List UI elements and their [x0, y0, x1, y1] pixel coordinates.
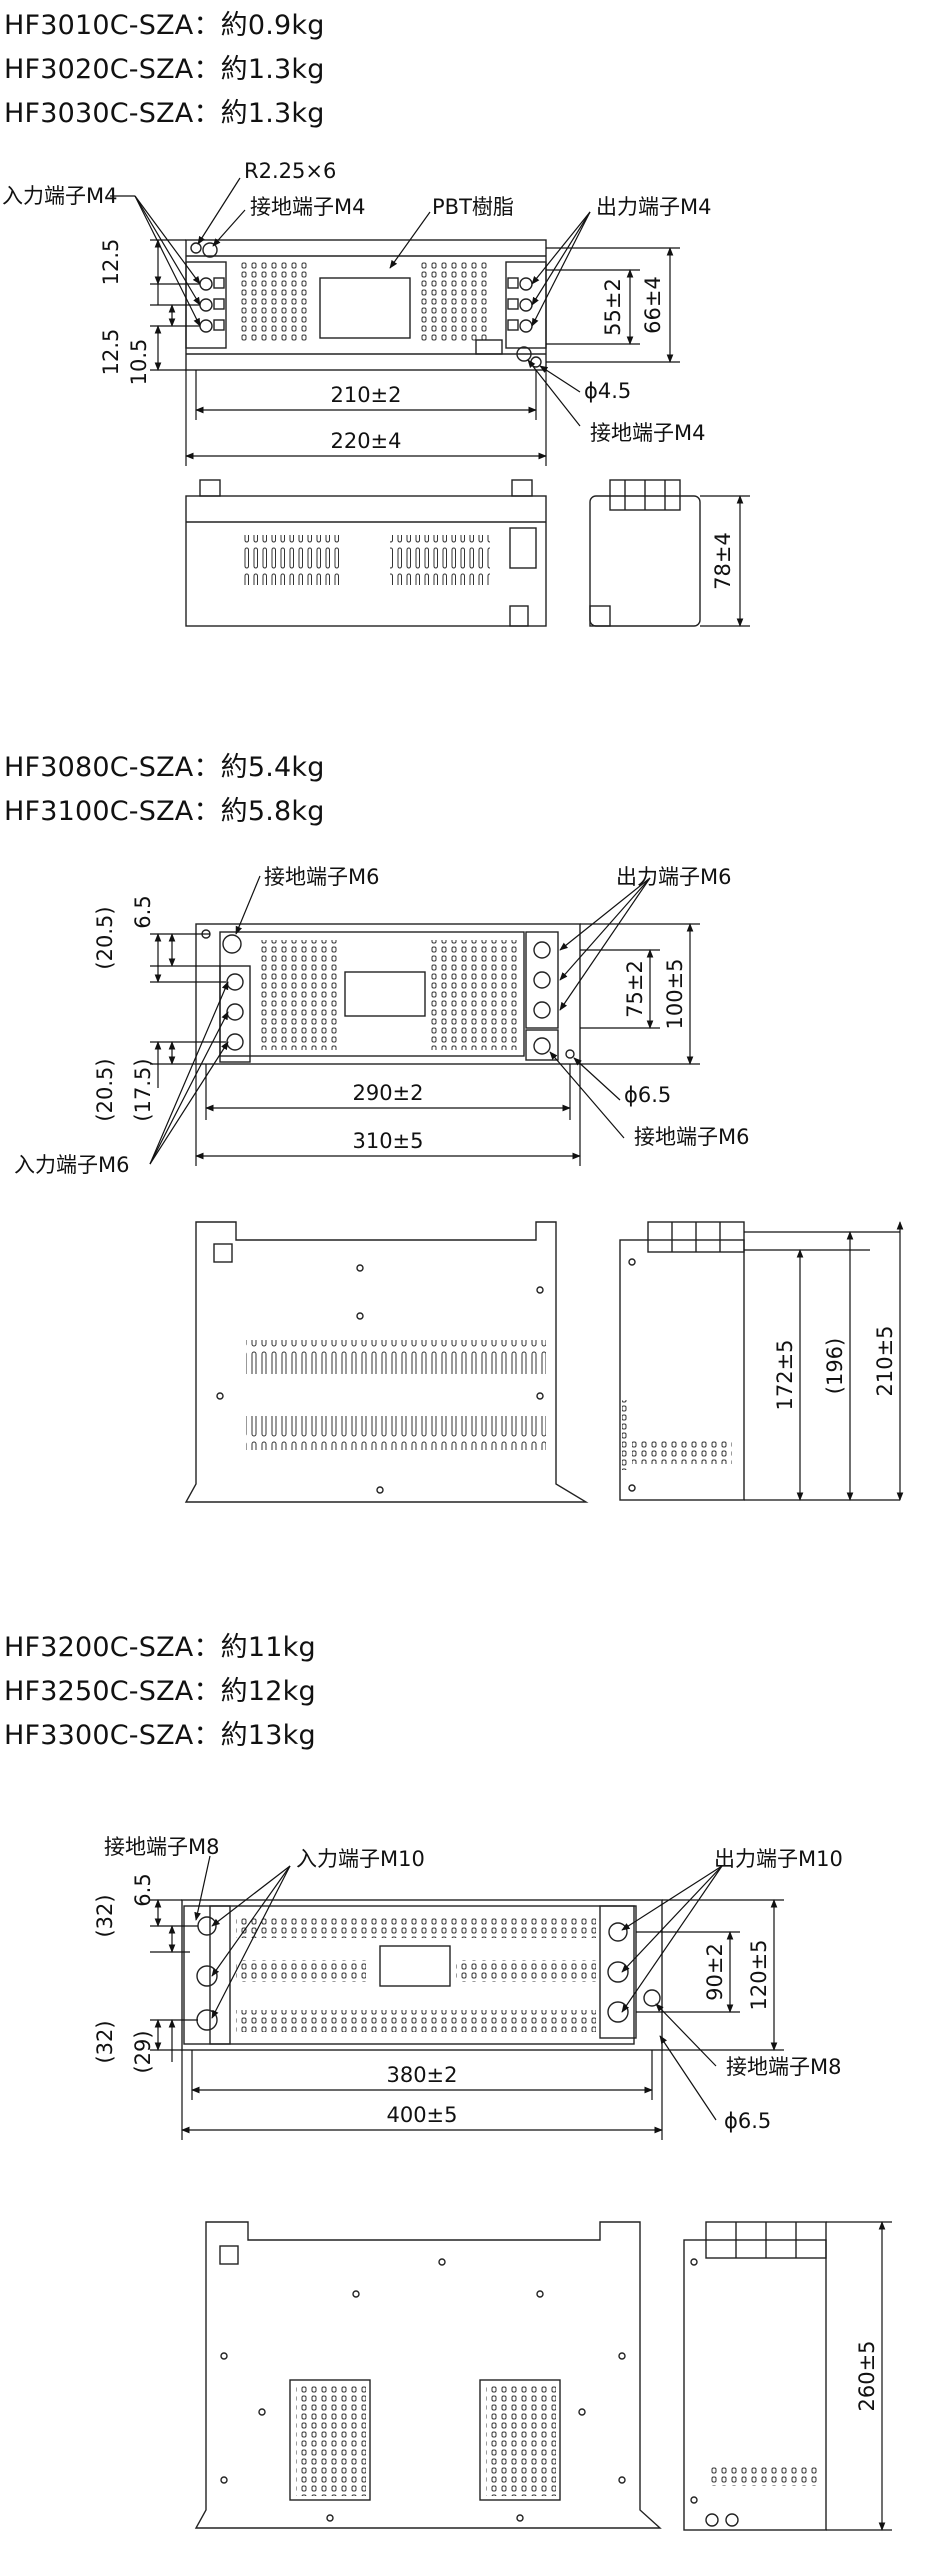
hole-diameter-label: ϕ6.5: [624, 1083, 671, 1107]
ground-terminal-label: 接地端子M6: [264, 865, 379, 889]
section3-front-view: [194, 2221, 662, 2529]
input-terminal-label: 入力端子M6: [14, 1153, 129, 1177]
section1-top-view: [185, 239, 547, 371]
dim-20-5-top: (20.5): [93, 906, 117, 969]
section1-front-view: [185, 479, 547, 627]
ground-terminal-bottom-label: 接地端子M6: [634, 1125, 749, 1149]
model-line: HF3030C-SZA：約1.3kg: [4, 98, 325, 129]
dim-220: 220±4: [330, 429, 401, 453]
dim-55: 55±2: [601, 278, 625, 336]
dim-196: (196): [823, 1338, 847, 1394]
radius-label: R2.25×6: [244, 159, 336, 183]
section1-height-dim: [700, 495, 750, 627]
model-line: HF3010C-SZA：約0.9kg: [4, 10, 325, 41]
output-terminal-label: 出力端子M10: [714, 1847, 843, 1871]
models-group-2: HF3080C-SZA：約5.4kg HF3100C-SZA：約5.8kg: [4, 746, 325, 834]
model-line: HF3080C-SZA：約5.4kg: [4, 752, 325, 783]
dim-120: 120±5: [747, 1939, 771, 2010]
model-line: HF3300C-SZA：約13kg: [4, 1720, 316, 1751]
model-line: HF3200C-SZA：約11kg: [4, 1632, 316, 1663]
dim-10-5: 10.5: [127, 339, 151, 386]
section2-side-view: [619, 1221, 745, 1501]
dim-260: 260±5: [855, 2340, 879, 2411]
dim-6-5: 6.5: [131, 1873, 155, 1906]
ground-terminal-bottom-label: 接地端子M4: [590, 421, 705, 445]
dim-17-5: (17.5): [131, 1058, 155, 1121]
section3-side-view: [683, 2221, 827, 2531]
dim-100: 100±5: [663, 958, 687, 1029]
dim-12-5-bottom: 12.5: [99, 329, 123, 376]
dim-210: 210±2: [330, 383, 401, 407]
ground-terminal-label: 接地端子M8: [104, 1835, 219, 1859]
dim-6-5: 6.5: [131, 895, 155, 928]
ground-terminal-label: 接地端子M4: [250, 195, 365, 219]
hole-diameter-label: ϕ4.5: [584, 379, 631, 403]
output-terminal-label: 出力端子M4: [596, 195, 711, 219]
section3-annotations: [150, 1855, 784, 2140]
section3-top-view: [181, 1899, 663, 2051]
dim-66: 66±4: [641, 276, 665, 334]
model-line: HF3250C-SZA：約12kg: [4, 1676, 316, 1707]
dim-78: 78±4: [711, 532, 735, 590]
dim-400: 400±5: [386, 2103, 457, 2127]
models-group-1: HF3010C-SZA：約0.9kg HF3020C-SZA：約1.3kg HF…: [4, 4, 325, 136]
model-line: HF3100C-SZA：約5.8kg: [4, 796, 325, 827]
dim-210: 210±5: [873, 1325, 897, 1396]
section2-side-dims: [744, 1221, 904, 1501]
ground-terminal-bottom-label: 接地端子M8: [726, 2055, 841, 2079]
dim-90: 90±2: [703, 1943, 727, 2001]
dim-12-5-top: 12.5: [99, 239, 123, 286]
dim-32-top: (32): [93, 1894, 117, 1937]
section1-annotations: [110, 177, 680, 466]
section1-side-view: [589, 479, 701, 627]
dim-32-bottom: (32): [93, 2020, 117, 2063]
hole-diameter-label: ϕ6.5: [724, 2109, 771, 2133]
input-terminal-label: 入力端子M10: [296, 1847, 425, 1871]
dim-20-5-bottom: (20.5): [93, 1058, 117, 1121]
dim-75: 75±2: [623, 960, 647, 1018]
section2-front-view: [184, 1221, 589, 1503]
model-line: HF3020C-SZA：約1.3kg: [4, 54, 325, 85]
output-terminal-label: 出力端子M6: [616, 865, 731, 889]
pbt-resin-label: PBT樹脂: [432, 195, 514, 219]
section3-side-dims: [826, 2221, 892, 2531]
dim-380: 380±2: [386, 2063, 457, 2087]
section2-top-view: [195, 923, 581, 1065]
dim-310: 310±5: [352, 1129, 423, 1153]
dim-290: 290±2: [352, 1081, 423, 1105]
input-terminal-label: 入力端子M4: [2, 184, 117, 208]
models-group-3: HF3200C-SZA：約11kg HF3250C-SZA：約12kg HF33…: [4, 1626, 316, 1758]
section2-annotations: [149, 875, 700, 1166]
dim-29: (29): [131, 2030, 155, 2073]
dim-172: 172±5: [773, 1339, 797, 1410]
